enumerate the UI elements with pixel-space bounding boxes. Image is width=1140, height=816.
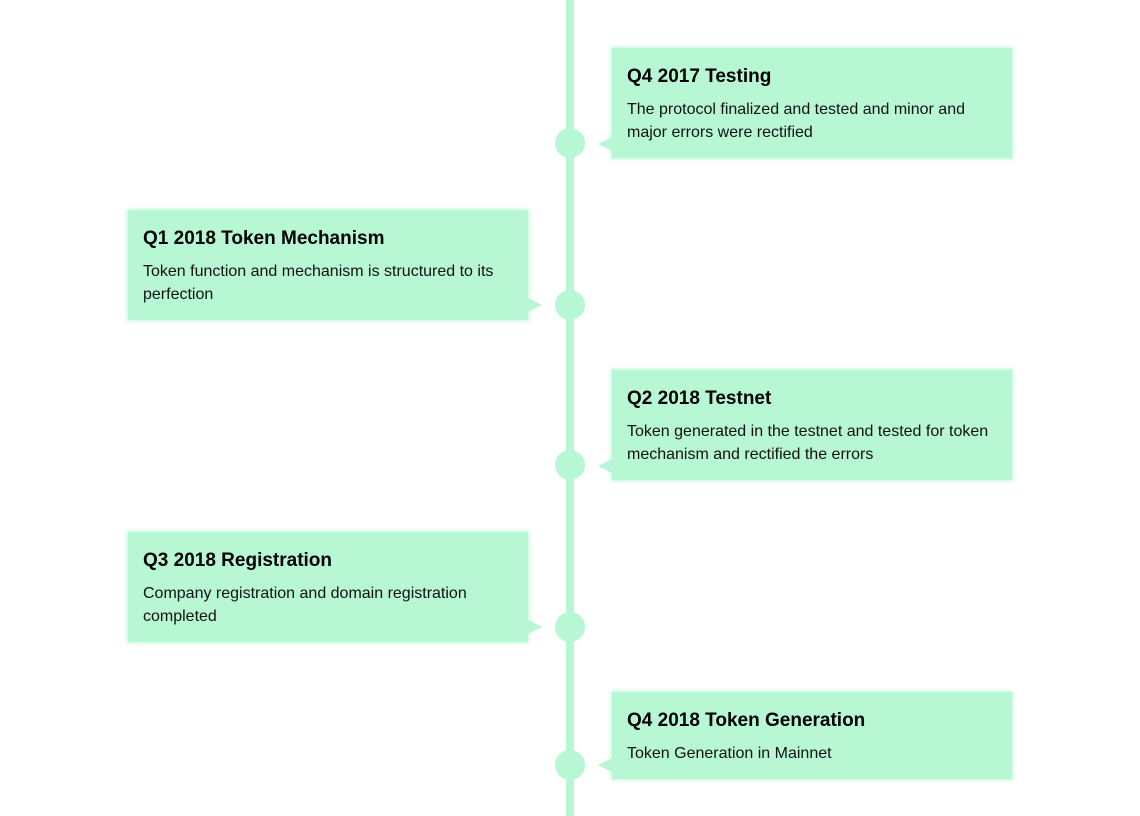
timeline-dot xyxy=(555,750,585,780)
card-description: The protocol finalized and tested and mi… xyxy=(627,101,965,141)
card-pointer xyxy=(598,137,612,151)
card-title: Q1 2018 Token Mechanism xyxy=(143,228,385,249)
card-title: Q3 2018 Registration xyxy=(143,550,333,571)
timeline-card: Q3 2018 Registration Company registratio… xyxy=(128,532,542,642)
timeline-card: Q1 2018 Token Mechanism Token function a… xyxy=(128,210,542,320)
timeline-line xyxy=(566,0,574,816)
timeline-card: Q2 2018 Testnet Token generated in the t… xyxy=(598,370,1012,480)
timeline-card: Q4 2017 Testing The protocol finalized a… xyxy=(598,48,1012,158)
timeline-card: Q4 2018 Token Generation Token Generatio… xyxy=(598,692,1012,779)
card-title: Q2 2018 Testnet xyxy=(627,388,772,409)
timeline-dot xyxy=(555,612,585,642)
card-description: Token function and mechanism is structur… xyxy=(143,263,494,303)
card-description: Company registration and domain registra… xyxy=(143,585,467,625)
timeline-dot xyxy=(555,450,585,480)
card-pointer xyxy=(598,758,612,772)
card-description: Token generated in the testnet and teste… xyxy=(627,423,989,463)
card-pointer xyxy=(598,459,612,473)
card-title: Q4 2018 Token Generation xyxy=(627,710,866,731)
card-description: Token Generation in Mainnet xyxy=(627,745,832,762)
card-pointer xyxy=(528,620,542,634)
card-pointer xyxy=(528,298,542,312)
timeline-dot xyxy=(555,290,585,320)
card-title: Q4 2017 Testing xyxy=(627,66,772,87)
timeline-dot xyxy=(555,128,585,158)
